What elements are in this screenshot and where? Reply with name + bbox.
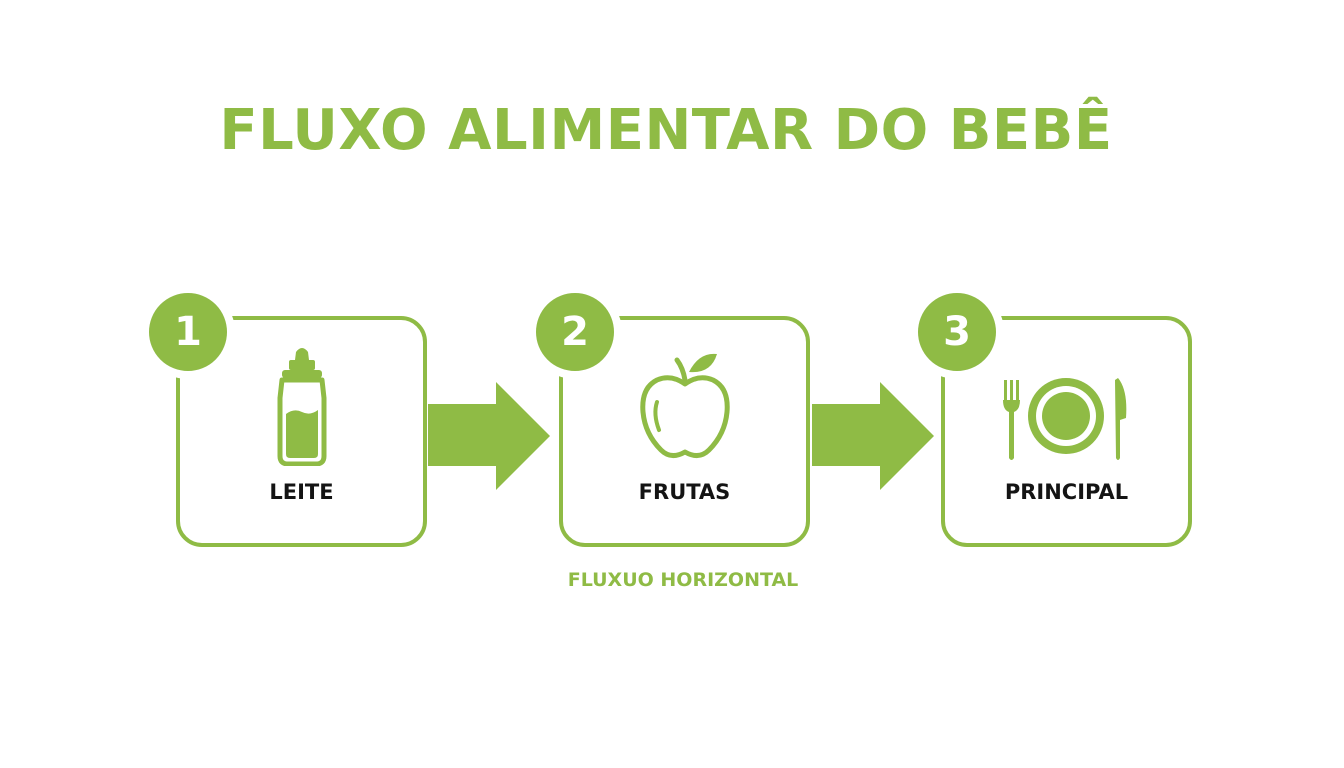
arrow-right-icon [812, 382, 934, 490]
step-label: FRUTAS [638, 480, 731, 504]
step-number-badge: 1 [141, 285, 235, 379]
step-card-frutas: FRUTAS [559, 316, 810, 547]
diagram-title: FLUXO ALIMENTAR DO BEBÊ [219, 98, 1113, 163]
apple-icon [639, 353, 730, 458]
plate-fork-knife-icon [1002, 378, 1126, 460]
step-label: PRINCIPAL [1004, 480, 1129, 504]
flow-caption: FLUXUO HORIZONTAL [567, 569, 799, 591]
step-card-leite: LEITE [176, 316, 427, 547]
arrow-right-icon [428, 382, 550, 490]
baby-bottle-icon [277, 348, 326, 466]
step-label: LEITE [269, 480, 334, 504]
step-number-badge: 2 [528, 285, 622, 379]
step-number-badge: 3 [910, 285, 1004, 379]
